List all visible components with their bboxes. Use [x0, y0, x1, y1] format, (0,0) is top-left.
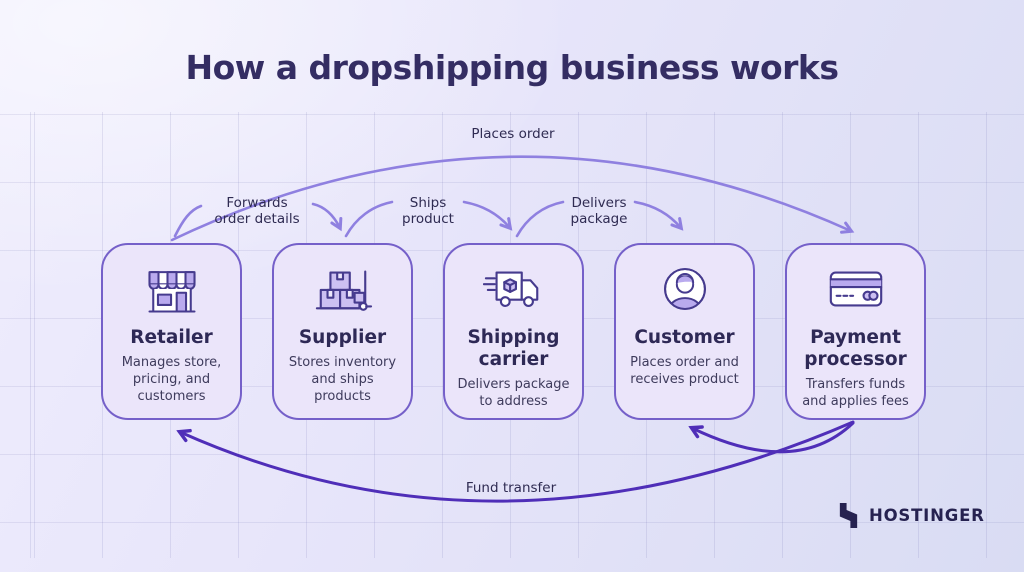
card-title: Shipping carrier: [467, 327, 560, 370]
refund-to-customer-arrow: [692, 421, 855, 454]
delivers-package-label: Delivers package: [570, 195, 628, 227]
card-title: Payment processor: [804, 327, 907, 370]
hostinger-wordmark: HOSTINGER: [869, 506, 985, 525]
card-description: Transfers funds and applies fees: [802, 376, 909, 409]
fund-transfer-label: Fund transfer: [465, 480, 557, 497]
boxes-icon: [312, 258, 374, 320]
forwards-order-details-arrow-right: [311, 202, 343, 232]
ships-product-label: Ships product: [402, 195, 454, 227]
card-customer: Customer Places order and receives produ…: [614, 243, 755, 420]
card-title: Retailer: [130, 327, 213, 348]
card-description: Delivers package to address: [457, 376, 570, 409]
card-description: Places order and receives product: [630, 354, 739, 387]
places-order-arrow: [170, 155, 855, 242]
forwards-order-details-label: Forwards order details: [214, 195, 300, 227]
hostinger-logo: [839, 503, 858, 528]
card-description: Stores inventory and ships products: [288, 354, 397, 405]
brand-footer: HOSTINGER: [836, 502, 985, 529]
person-icon: [656, 258, 714, 320]
card-title: Customer: [634, 327, 735, 348]
card-title: Supplier: [298, 327, 387, 348]
card-retailer: Retailer Manages store, pricing, and cus…: [101, 243, 242, 420]
page-title: How a dropshipping business works: [185, 48, 839, 87]
card-shipping-carrier: Shipping carrier Delivers package to add…: [443, 243, 584, 420]
card-payment-processor: Payment processor Transfers funds and ap…: [785, 243, 926, 420]
storefront-icon: [142, 258, 202, 320]
delivers-package-arrow-right: [633, 200, 684, 231]
card-description: Manages store, pricing, and customers: [121, 354, 222, 405]
places-order-label: Places order: [471, 126, 555, 143]
card-supplier: Supplier Stores inventory and ships prod…: [272, 243, 413, 420]
ships-product-arrow-right: [462, 200, 513, 231]
credit-card-icon: [825, 258, 887, 320]
delivers-package-arrow-left: [515, 200, 565, 238]
ships-product-arrow-left: [344, 200, 394, 238]
fund-transfer-arrow: [180, 420, 855, 503]
delivery-truck-icon: [482, 258, 545, 320]
forwards-order-details-arrow-left: [173, 204, 203, 238]
